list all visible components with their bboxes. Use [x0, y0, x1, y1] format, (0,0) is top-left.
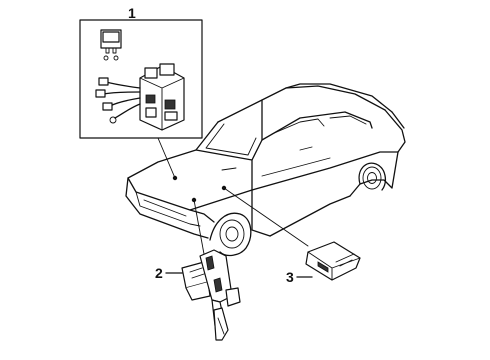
callout-2: 2	[155, 265, 163, 281]
relay-block-assembly	[95, 63, 185, 131]
control-module-part	[305, 241, 361, 281]
vehicle-outline	[125, 83, 406, 257]
leader-line-2	[193, 199, 205, 255]
leader-line-1	[157, 137, 176, 179]
callout-3: 3	[286, 269, 294, 285]
relay-icon	[100, 29, 122, 61]
callout-1: 1	[128, 5, 136, 21]
leader-line-3	[223, 187, 309, 247]
control-bracket-part	[181, 249, 241, 341]
